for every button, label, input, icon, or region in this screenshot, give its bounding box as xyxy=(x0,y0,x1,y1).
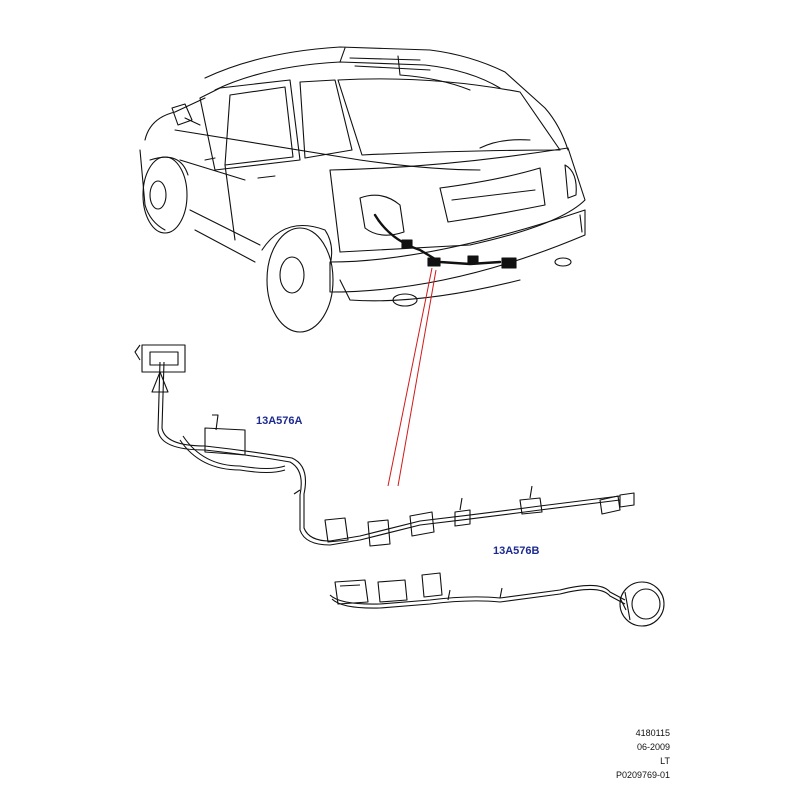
callout-leader-lines xyxy=(387,267,437,487)
drawing-number: 4180115 xyxy=(635,728,670,738)
drawing-reference-block: 4180115 06-2009 LT P0209769-01 xyxy=(616,726,670,782)
callout-label-harness-a: 13A576A xyxy=(256,415,303,427)
drawing-date: 06-2009 xyxy=(636,742,670,752)
wiring-harness-13a576a-illustration xyxy=(134,344,635,547)
drawing-code: LT xyxy=(660,756,670,766)
vehicle-rear-view-illustration xyxy=(139,46,586,333)
callout-label-harness-b: 13A576B xyxy=(493,545,540,557)
drawing-part-reference: P0209769-01 xyxy=(615,770,670,780)
wiring-harness-13a576b-illustration xyxy=(329,572,665,627)
